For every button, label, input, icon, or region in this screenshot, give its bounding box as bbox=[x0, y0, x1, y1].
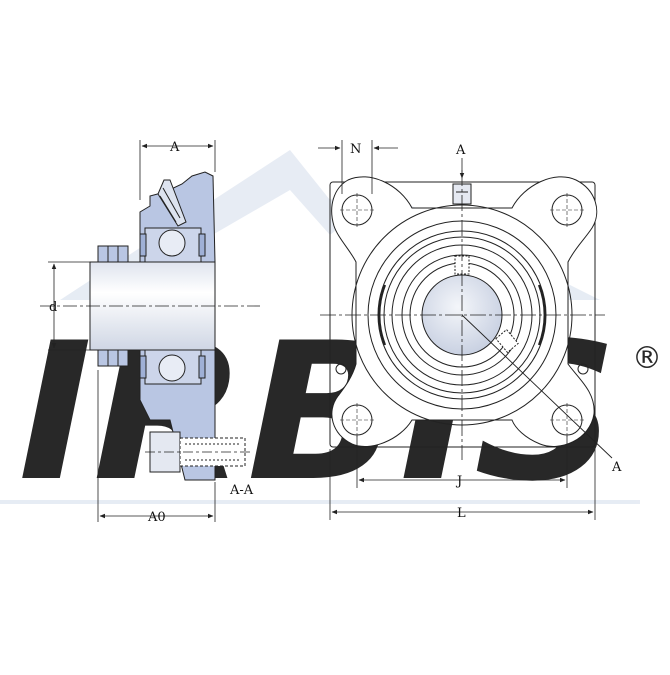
seal-upper-left bbox=[139, 233, 147, 257]
seal-upper-right bbox=[198, 233, 206, 257]
locking-arc-right bbox=[537, 284, 546, 346]
front-view bbox=[320, 170, 613, 460]
label-dimension-j: J bbox=[455, 474, 462, 489]
watermark-registered-mark: ® bbox=[632, 341, 662, 376]
label-dimension-a: A bbox=[169, 140, 180, 155]
side-hole-left bbox=[335, 363, 347, 375]
section-line-a bbox=[461, 314, 613, 459]
seal-lower-left bbox=[139, 355, 147, 379]
label-section-marker-bottom: A bbox=[611, 460, 622, 475]
bearing-ball-upper bbox=[158, 229, 186, 257]
label-section-a-a: A-A bbox=[229, 483, 254, 498]
section-dimensions bbox=[48, 140, 216, 522]
bearing-ball-lower bbox=[158, 354, 186, 382]
section-view bbox=[40, 171, 260, 481]
label-dimension-a0: A0 bbox=[147, 510, 166, 525]
label-section-marker-top: A bbox=[455, 143, 466, 158]
watermark-stripe bbox=[0, 500, 640, 504]
side-hole-right bbox=[577, 363, 589, 375]
label-dimension-d: d bbox=[49, 300, 57, 315]
label-dimension-l: L bbox=[457, 506, 466, 521]
set-screw-diagonal bbox=[495, 328, 519, 354]
label-dimension-n: N bbox=[350, 142, 361, 157]
flange-outline bbox=[329, 181, 596, 448]
seal-lower-right bbox=[198, 355, 206, 379]
front-dimensions bbox=[318, 140, 596, 520]
set-screw-upper bbox=[97, 245, 129, 263]
set-screw-lower bbox=[97, 349, 129, 367]
